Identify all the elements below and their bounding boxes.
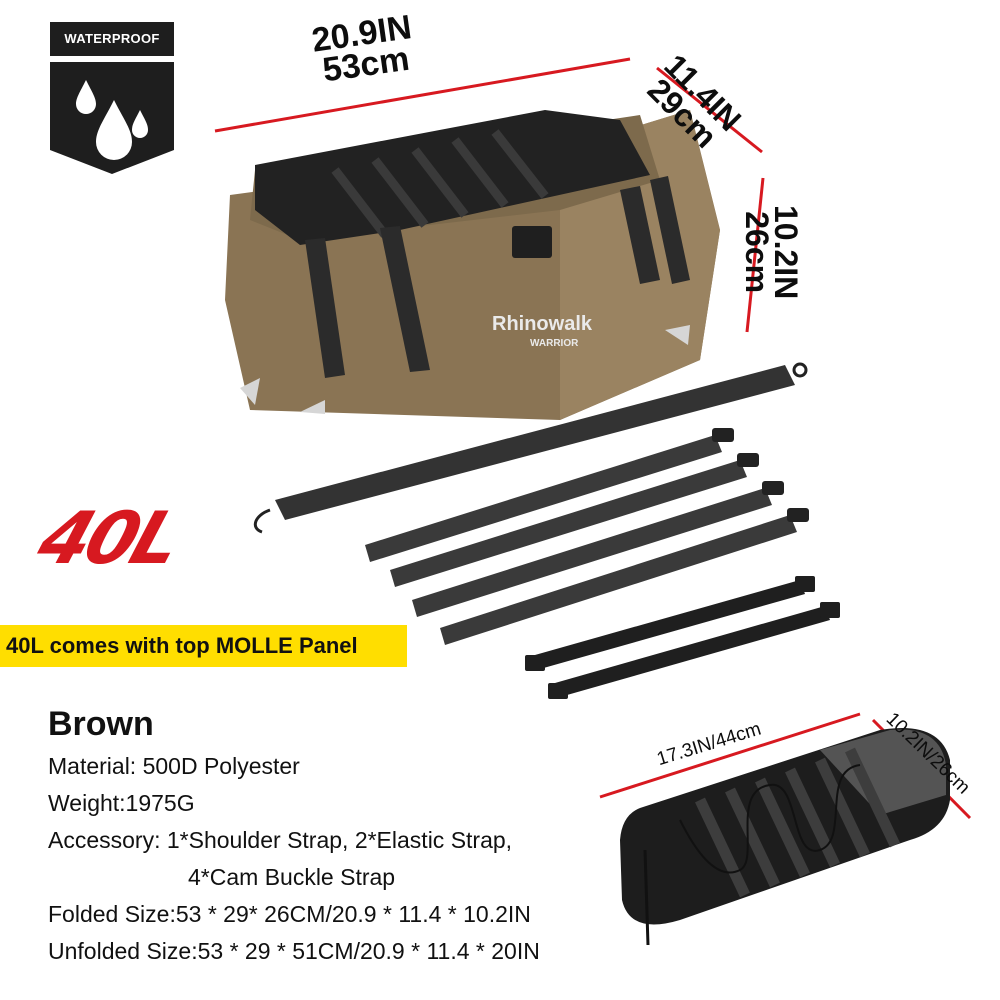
- elastic-straps: [365, 435, 797, 645]
- water-drops-icon: [50, 62, 174, 174]
- width-dimension-line: [656, 66, 763, 154]
- capacity-label: 40L: [28, 496, 190, 580]
- brand-sublogo: WARRIOR: [530, 338, 579, 349]
- molle-banner: 40L comes with top MOLLE Panel: [0, 625, 407, 667]
- banner-text: 40L comes with top MOLLE Panel: [6, 633, 358, 658]
- height-dimension: 10.2IN 26cm: [738, 205, 804, 300]
- spec-unfolded-size: Unfolded Size:53 * 29 * 51CM/20.9 * 11.4…: [48, 938, 540, 964]
- panel-length-line: [599, 712, 861, 799]
- duffel-bag: [225, 110, 720, 420]
- color-title: Brown: [48, 705, 154, 743]
- spec-accessory: Accessory: 1*Shoulder Strap, 2*Elastic S…: [48, 827, 513, 853]
- spec-weight: Weight:1975G: [48, 790, 195, 816]
- length-dimension: 20.9IN 53cm: [309, 8, 414, 90]
- length-dimension-line: [214, 57, 631, 133]
- spec-list: Brown Material: 500D Polyester Weight:19…: [48, 705, 648, 970]
- shoulder-strap: [253, 362, 808, 534]
- cam-buckle-straps: [525, 576, 840, 699]
- brand-logo: Rhinowalk: [492, 313, 593, 335]
- spec-folded-size: Folded Size:53 * 29* 26CM/20.9 * 11.4 * …: [48, 901, 531, 927]
- spec-material: Material: 500D Polyester: [48, 753, 300, 779]
- spec-accessory-cont: 4*Cam Buckle Strap: [188, 864, 396, 890]
- molle-panel: [620, 728, 950, 946]
- height-dimension-line: [745, 177, 765, 333]
- waterproof-badge: WATERPROOF: [50, 22, 174, 174]
- badge-label: WATERPROOF: [50, 22, 174, 56]
